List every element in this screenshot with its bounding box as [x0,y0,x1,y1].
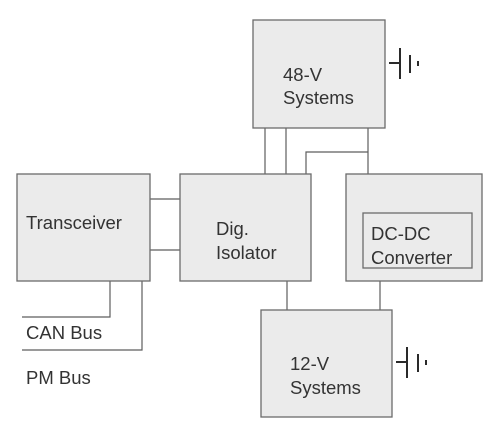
battery-symbol-48v [389,48,419,79]
wire-isolator-48v-bus [305,151,368,174]
battery-symbol-12v [396,347,427,378]
label-transceiver: Transceiver [26,212,122,233]
label-dcdc-line1: DC-DC [371,223,431,244]
label-12v-line1: 12-V [290,353,330,374]
label-can-bus: CAN Bus [26,322,102,343]
block-48v-systems [252,19,386,129]
connection-wires [22,128,381,351]
label-12v-line2: Systems [290,377,361,398]
pm-bus-line [22,281,143,351]
can-bus-line [22,281,111,318]
label-48v-line2: Systems [283,87,354,108]
block-transceiver [16,173,151,282]
block-digital-isolator [179,173,312,282]
block-12v-systems [260,309,393,418]
label-dcdc-line2: Converter [371,247,452,268]
block-dcdc-converter-inner [362,212,473,269]
label-isolator-line2: Isolator [216,242,277,263]
label-pm-bus: PM Bus [26,367,91,388]
label-isolator-line1: Dig. [216,218,249,239]
label-48v-line1: 48-V [283,64,323,85]
